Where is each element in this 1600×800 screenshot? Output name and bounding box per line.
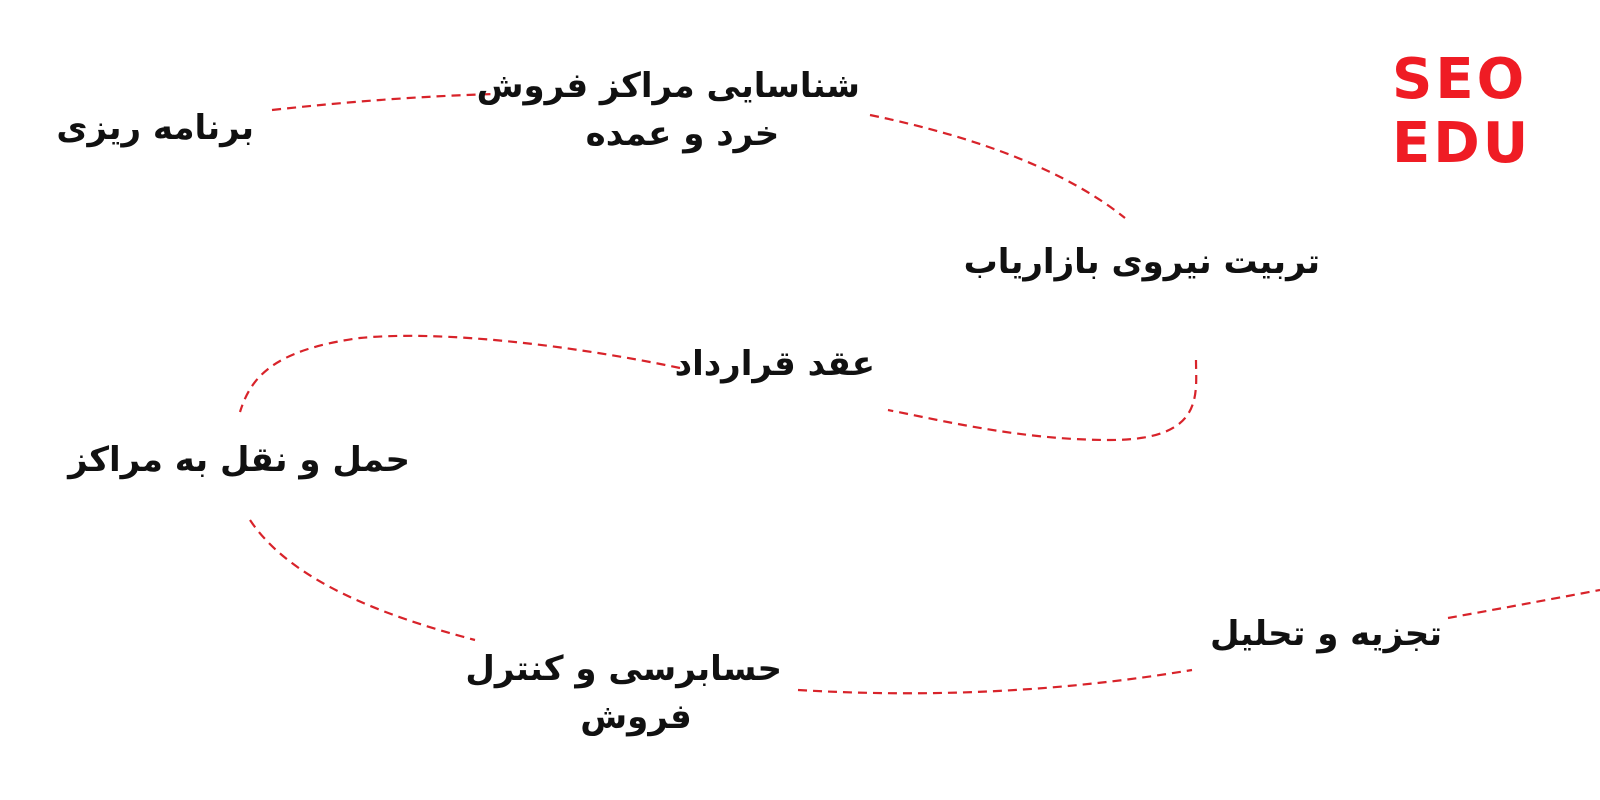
step-transport-to-centers: حمل و نقل به مراکز bbox=[68, 436, 410, 484]
brand-logo-line-1: SEO bbox=[1392, 47, 1528, 112]
connector-training-to-contract bbox=[887, 359, 1198, 442]
step-planning: برنامه ریزی bbox=[56, 104, 254, 152]
connector-audit-to-analysis bbox=[797, 668, 1193, 695]
step-identify-sales-centers-line-1: شناسایی مراکز فروش bbox=[476, 66, 860, 106]
step-train-marketers: تربیت نیروی بازاریاب bbox=[963, 238, 1320, 286]
step-identify-sales-centers-line-2: خرد و عمده bbox=[585, 114, 780, 154]
step-audit-and-control-line-1: حسابرسی و کنترل bbox=[465, 649, 782, 689]
step-contract: عقد قرارداد bbox=[674, 340, 875, 388]
step-audit-and-control: حسابرسی و کنترل فروش bbox=[465, 645, 782, 741]
connector-transport-to-audit bbox=[249, 519, 476, 642]
step-transport-to-centers-label: حمل و نقل به مراکز bbox=[68, 440, 410, 480]
step-contract-label: عقد قرارداد bbox=[674, 344, 875, 384]
connector-identify-to-training bbox=[869, 113, 1126, 219]
step-audit-and-control-line-2: فروش bbox=[580, 697, 692, 737]
step-planning-label: برنامه ریزی bbox=[56, 108, 254, 148]
brand-logo-line-2: EDU bbox=[1392, 111, 1532, 176]
step-analysis-label: تجزیه و تحلیل bbox=[1210, 614, 1442, 654]
connector-contract-to-transport bbox=[238, 334, 681, 413]
brand-logo: SEO EDU bbox=[1392, 48, 1542, 176]
step-analysis: تجزیه و تحلیل bbox=[1210, 610, 1442, 658]
step-identify-sales-centers: شناسایی مراکز فروش خرد و عمده bbox=[476, 62, 860, 158]
connector-analysis-outgoing bbox=[1447, 588, 1600, 620]
step-train-marketers-label: تربیت نیروی بازاریاب bbox=[963, 242, 1320, 282]
connector-planning-to-identify bbox=[271, 92, 496, 112]
